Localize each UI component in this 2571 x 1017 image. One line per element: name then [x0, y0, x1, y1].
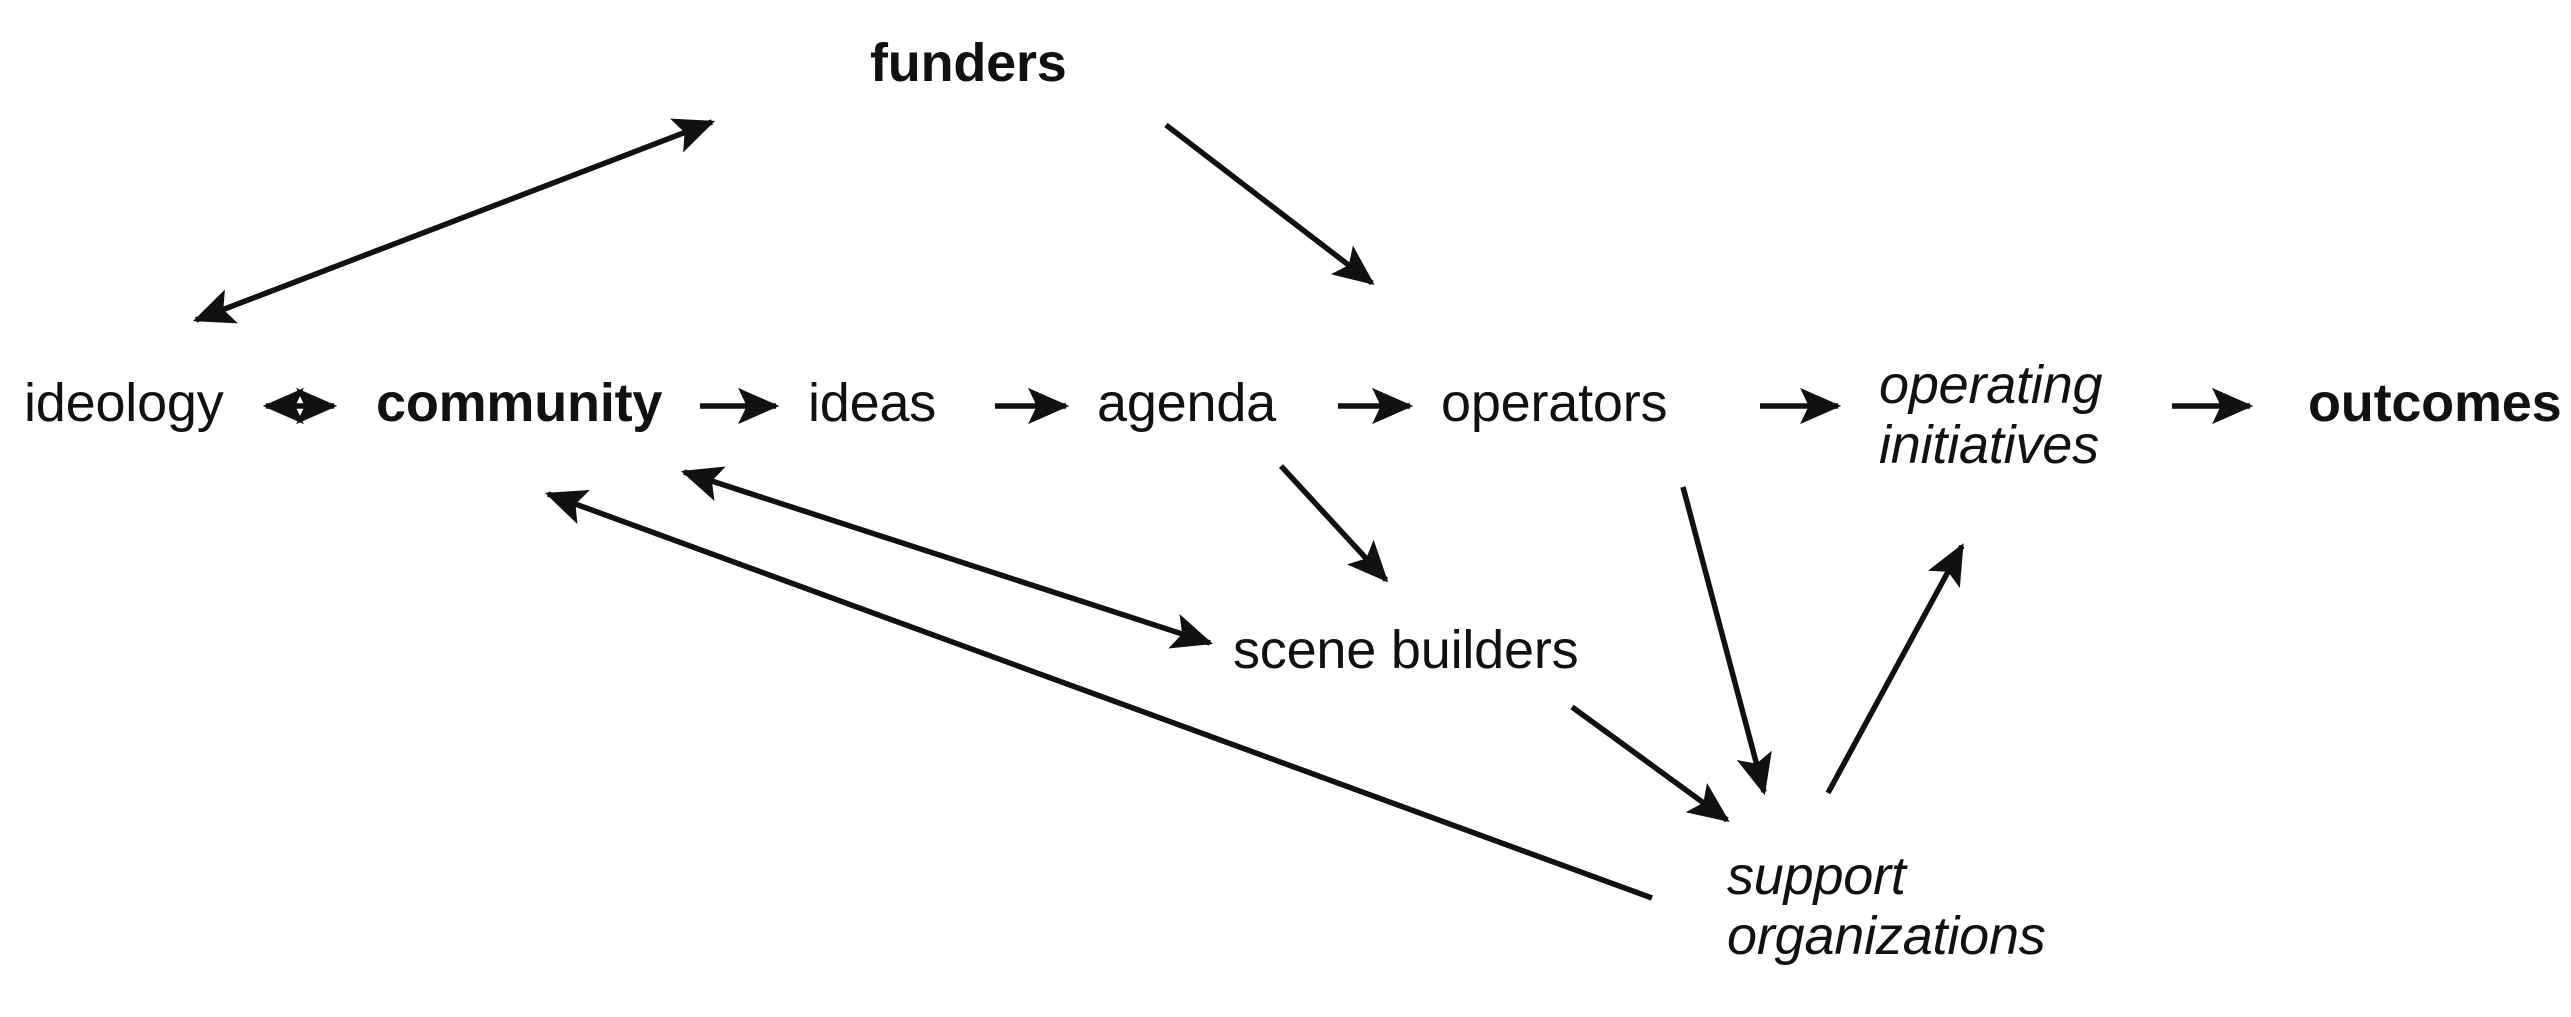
node-funders[interactable]: funders [870, 33, 1067, 93]
node-community[interactable]: community [376, 373, 663, 433]
edge-operators-support-organizations [1680, 486, 1772, 796]
edge-community-scene-builders [680, 466, 1214, 649]
node-operators[interactable]: operators [1441, 373, 1668, 433]
edge-scene-builders-support-organizations [1570, 704, 1730, 823]
edge-agenda-scene-builders [1278, 464, 1389, 583]
node-ideology[interactable]: ideology [24, 373, 224, 433]
edge-support-organizations-community [544, 489, 1653, 901]
node-outcomes[interactable]: outcomes [2308, 373, 2562, 433]
edge-community-funders [192, 118, 716, 324]
edge-support-organizations-operating-initiatives [1825, 543, 1965, 795]
node-operating-initiatives[interactable]: operating initiatives [1879, 355, 2103, 476]
node-support-organizations[interactable]: support organizations [1727, 846, 2046, 967]
node-agenda[interactable]: agenda [1097, 373, 1276, 433]
node-ideas[interactable]: ideas [808, 373, 937, 433]
node-scene-builders[interactable]: scene builders [1233, 620, 1579, 680]
edge-funders-operators [1164, 122, 1375, 286]
